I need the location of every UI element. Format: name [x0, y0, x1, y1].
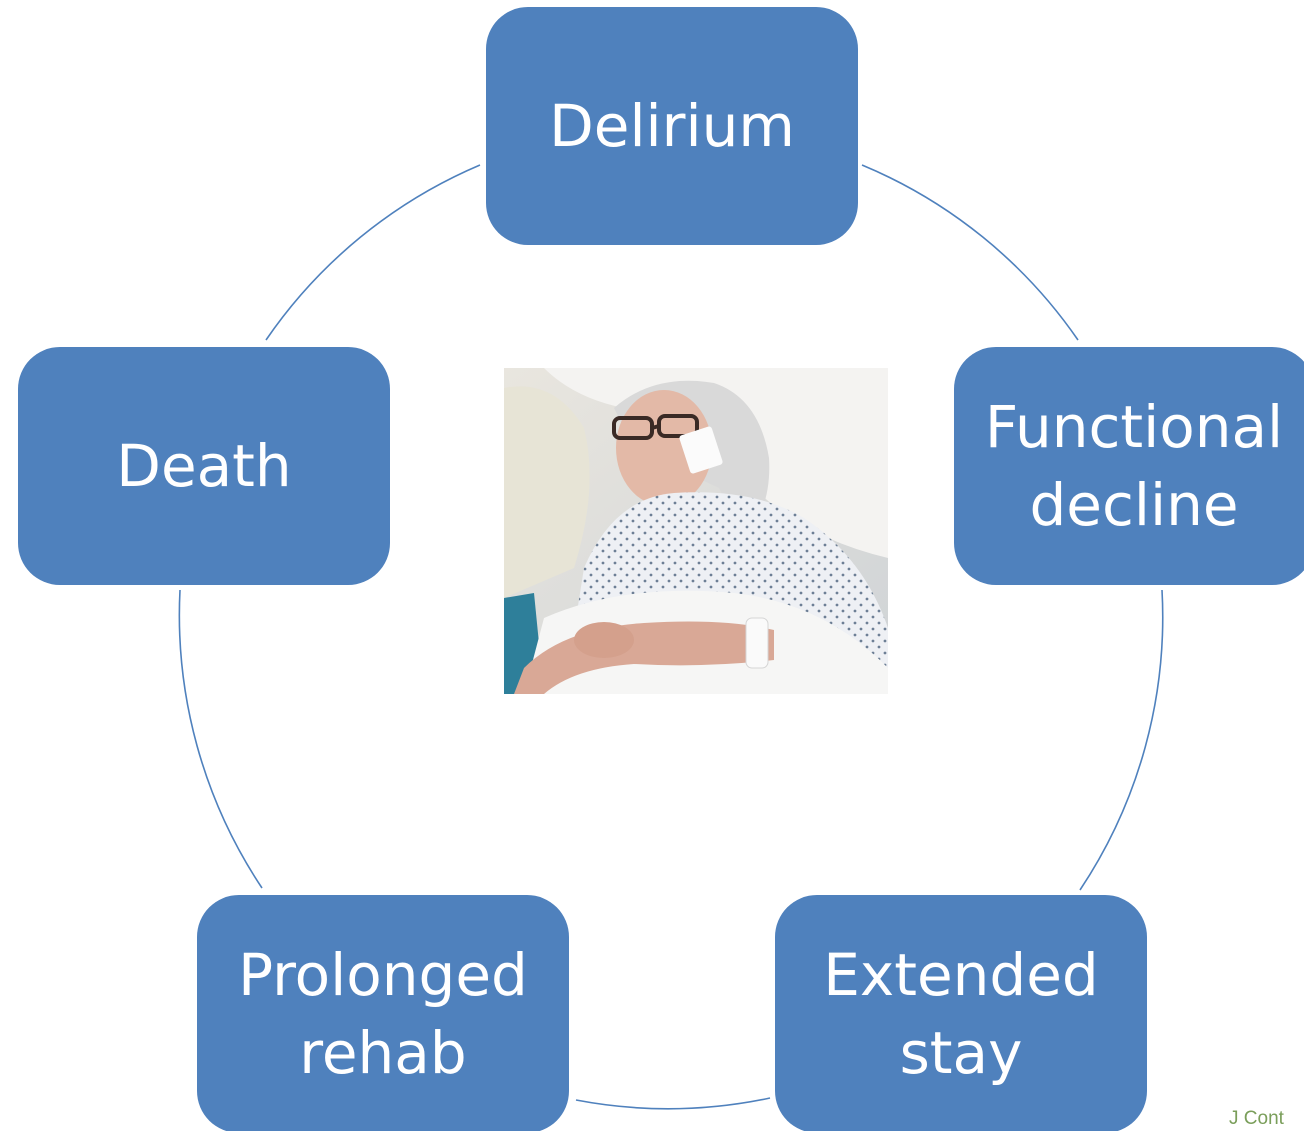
node-prolonged-rehab: Prolonged rehab — [197, 895, 569, 1131]
connector-prolonged-death — [178, 589, 263, 889]
node-death-label: Death — [116, 431, 292, 500]
connector-functional-extended — [1079, 589, 1164, 891]
node-functional-decline: Functional decline — [954, 347, 1304, 585]
node-extended-stay: Extended stay — [775, 895, 1147, 1131]
node-delirium-label: Delirium — [549, 91, 795, 160]
connector-delirium-functional — [861, 164, 1079, 341]
node-delirium: Delirium — [486, 7, 858, 245]
patient-photo — [504, 368, 888, 694]
node-prolonged-rehab-label: Prolonged rehab — [238, 940, 528, 1087]
node-functional-decline-label: Functional decline — [984, 392, 1284, 539]
connector-death-delirium — [265, 164, 481, 341]
node-extended-stay-label: Extended stay — [823, 940, 1099, 1087]
patient-photo-illustration — [504, 368, 888, 694]
citation-text: J Cont — [1229, 1108, 1284, 1129]
connector-extended-prolonged — [575, 1097, 771, 1110]
node-death: Death — [18, 347, 390, 585]
